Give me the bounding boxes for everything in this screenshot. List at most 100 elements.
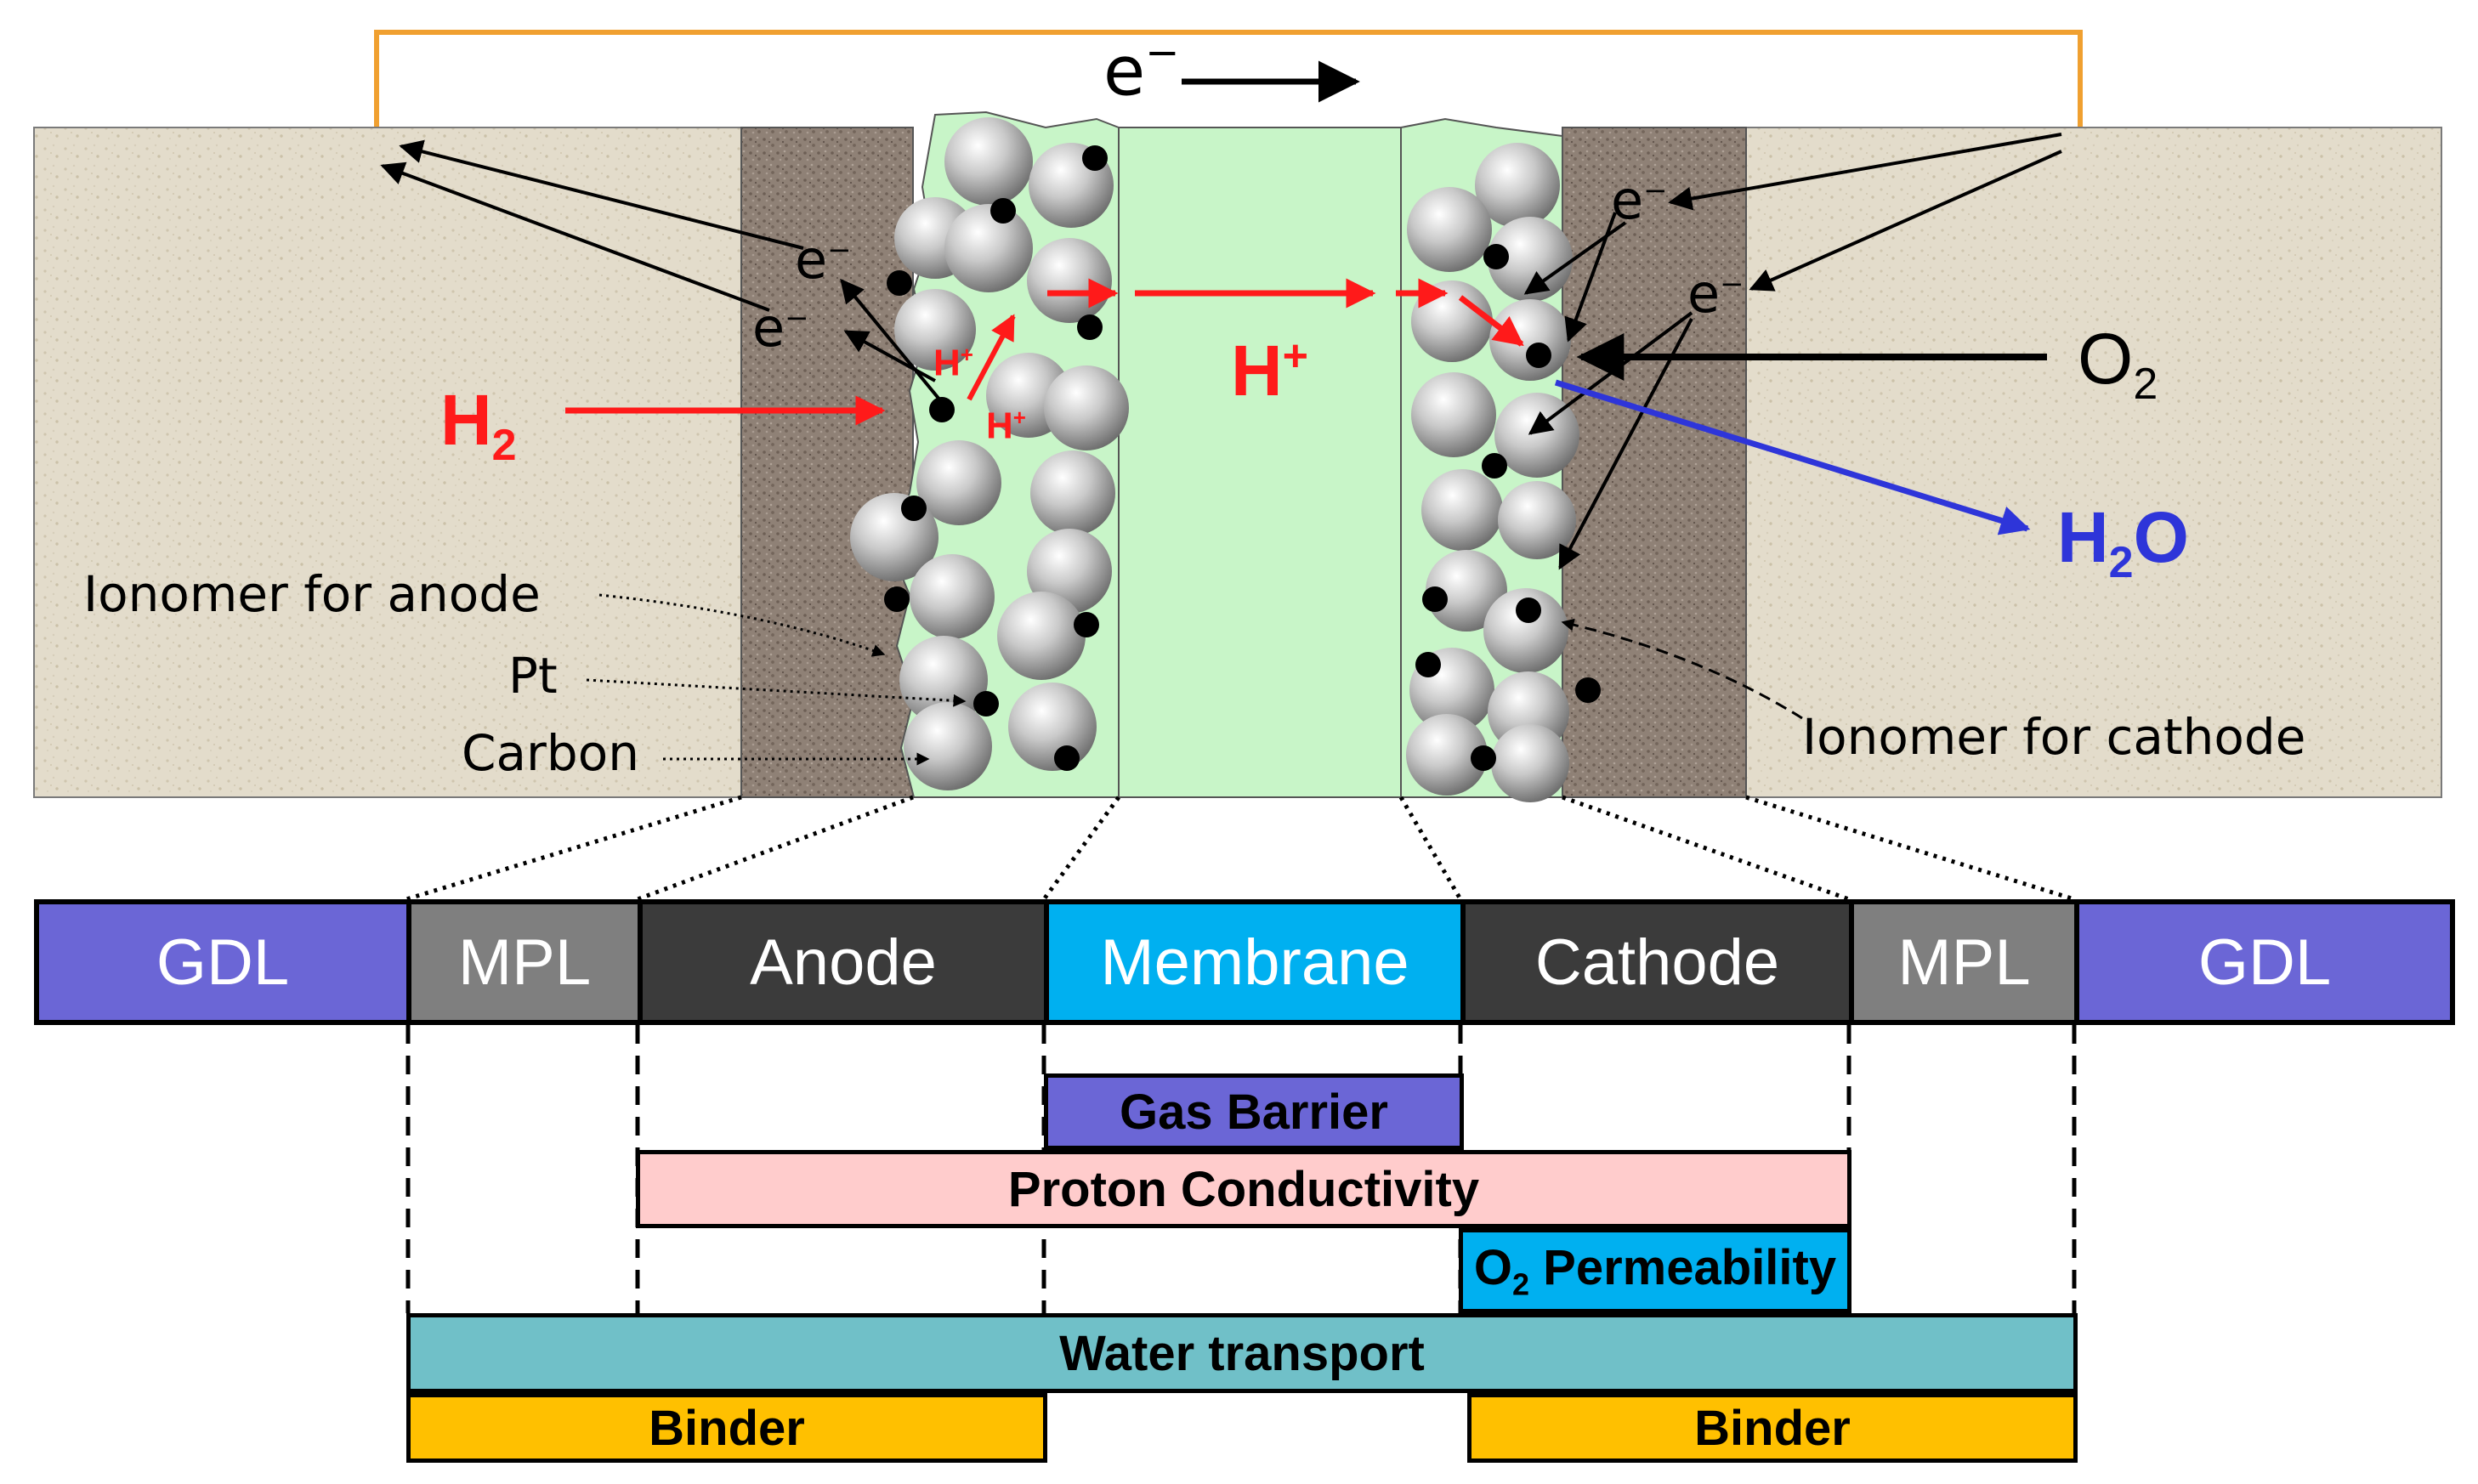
layer-cathode: Cathode	[1460, 899, 1854, 1025]
pt-dot	[1483, 244, 1509, 269]
pt-dot	[1471, 745, 1496, 771]
o2-permeability-bar: O2 Permeability	[1459, 1228, 1851, 1313]
proton-label-large: H+	[1231, 331, 1309, 411]
o2-permeability-label: O2 Permeability	[1473, 1239, 1837, 1302]
carbon-sphere	[1426, 550, 1507, 632]
layer-label: MPL	[457, 926, 592, 999]
pt-dot	[1082, 145, 1108, 171]
o2-label: O2	[2078, 319, 2158, 409]
layer-gdl-right: GDL	[2074, 899, 2455, 1025]
external-circuit-wire	[374, 30, 2083, 127]
pt-dot	[1482, 453, 1507, 479]
pt-dot	[901, 496, 927, 521]
layer-gdl-left: GDL	[34, 899, 411, 1025]
layer-label: GDL	[2197, 926, 2332, 999]
pt-dot	[1077, 314, 1103, 340]
carbon-sphere	[944, 117, 1033, 206]
h2-label: H2	[440, 380, 517, 470]
membrane-block	[1118, 127, 1402, 798]
proton-arrow	[967, 314, 1016, 401]
gas-barrier-bar: Gas Barrier	[1044, 1073, 1464, 1150]
anode-electron-label-1: e−	[795, 229, 852, 291]
carbon-sphere	[1027, 238, 1112, 323]
layer-label: Membrane	[1100, 926, 1409, 999]
pt-dot	[884, 586, 910, 612]
carbon-sphere	[904, 702, 992, 790]
gdl-left-block	[33, 127, 742, 798]
electron-arrow	[399, 139, 804, 250]
pt-dot	[1415, 652, 1441, 677]
zoom-guide-lines	[405, 795, 2075, 902]
carbon-sphere	[997, 592, 1086, 680]
annotation-pointers	[586, 593, 967, 766]
binder-left-bar: Binder	[406, 1393, 1047, 1463]
binder-left-label: Binder	[649, 1400, 805, 1456]
zoom-line	[1398, 796, 1463, 901]
layer-membrane: Membrane	[1044, 899, 1466, 1025]
carbon-sphere	[916, 440, 1001, 525]
pt-dot	[1074, 612, 1099, 637]
proton-conductivity-label: Proton Conductivity	[1007, 1161, 1480, 1217]
carbon-sphere	[1008, 683, 1097, 771]
carbon-sphere	[1483, 588, 1568, 673]
electron-arrow	[1564, 212, 1617, 343]
carbon-sphere	[1488, 217, 1573, 302]
pt-dot	[929, 397, 955, 422]
electron-arrow	[380, 161, 770, 312]
layer-label: Anode	[750, 926, 937, 999]
carbon-sphere	[1475, 143, 1560, 228]
zoom-line	[1041, 796, 1121, 901]
pt-label: Pt	[508, 647, 558, 705]
h2o-arrow	[1554, 379, 2031, 535]
external-electron-label: e−	[1103, 29, 1180, 111]
carbon-sphere	[1489, 299, 1571, 381]
electron-flow-arrows	[380, 60, 2062, 570]
pt-dot	[973, 691, 999, 717]
pt-dot	[1054, 745, 1080, 771]
water-transport-bar: Water transport	[406, 1313, 2078, 1393]
electron-arrow	[1668, 133, 2062, 211]
layer-anode: Anode	[638, 899, 1049, 1025]
pt-pointer	[586, 678, 967, 707]
proton-arrow	[1458, 295, 1524, 347]
pt-dot	[1575, 677, 1601, 703]
layer-mpl-left: MPL	[406, 899, 643, 1025]
proton-label-small-2: H+	[986, 405, 1026, 447]
ionomer-anode-label: Ionomer for anode	[83, 565, 541, 623]
layer-mpl-right: MPL	[1849, 899, 2079, 1025]
ionomer-anode-pointer	[598, 593, 886, 657]
pt-dot	[1526, 343, 1551, 368]
pt-dot	[1516, 598, 1541, 623]
carbon-label: Carbon	[462, 724, 639, 782]
electron-arrow	[1749, 150, 2062, 292]
electron-arrow	[840, 278, 954, 416]
cathode-electron-label-2: e−	[1687, 263, 1744, 325]
zoom-line	[1562, 795, 1850, 902]
zoom-line	[637, 795, 914, 902]
carbon-sphere	[1030, 450, 1115, 535]
carbon-sphere	[944, 204, 1033, 292]
carbon-sphere	[1411, 372, 1496, 457]
proton-flow-arrows	[565, 278, 1524, 426]
ionomer-cathode-label: Ionomer for cathode	[1802, 708, 2306, 766]
pt-dot	[990, 198, 1016, 224]
layer-label: GDL	[156, 926, 290, 999]
h2o-label: H2O	[2057, 497, 2189, 587]
carbon-sphere	[910, 554, 995, 639]
carbon-sphere	[1491, 724, 1569, 802]
zoom-line	[1745, 795, 2075, 902]
carbon-sphere	[1407, 187, 1492, 272]
carbon-sphere	[1421, 469, 1503, 551]
binder-right-label: Binder	[1694, 1400, 1851, 1456]
zoom-line	[405, 795, 742, 902]
carbon-sphere	[1044, 365, 1129, 450]
carbon-sphere	[894, 289, 976, 371]
proton-label-small-1: H+	[933, 342, 973, 384]
pt-dot	[887, 270, 912, 296]
gas-barrier-label: Gas Barrier	[1120, 1084, 1388, 1140]
layer-label: MPL	[1897, 926, 2031, 999]
proton-conductivity-bar: Proton Conductivity	[636, 1150, 1851, 1228]
cathode-electron-label-1: e−	[1611, 169, 1668, 231]
